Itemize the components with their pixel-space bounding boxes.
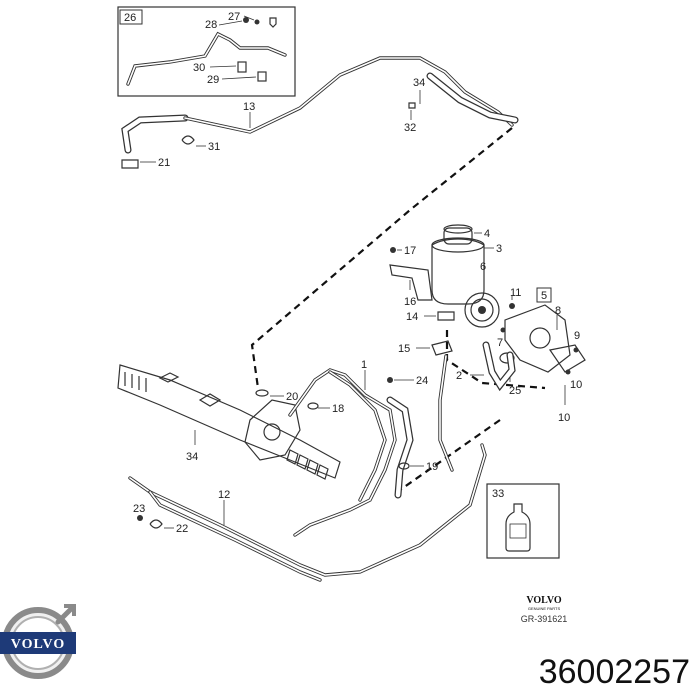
callout-4: 4 (484, 228, 490, 240)
stamp-code: GR-391621 (521, 614, 568, 624)
callout-2: 2 (456, 370, 462, 382)
callout-10-lower: 10 (558, 412, 570, 424)
volvo-stamp: VOLVO GENUINE PARTS GR-391621 (521, 595, 568, 624)
callout-16: 16 (404, 296, 416, 308)
callout-8: 8 (555, 305, 561, 317)
callout-9: 9 (574, 330, 580, 342)
callout-33: 33 (492, 488, 504, 500)
callout-21: 21 (158, 157, 170, 169)
reservoir: 4 3 17 16 14 15 (389, 224, 502, 472)
inset-box-26: 26 27 28 30 29 (117, 6, 296, 97)
callout-25: 25 (509, 385, 521, 397)
callout-6: 6 (480, 261, 486, 273)
callout-26: 26 (124, 12, 136, 24)
logo-text: VOLVO (11, 637, 66, 652)
callout-22: 22 (176, 523, 188, 535)
callout-31: 31 (208, 141, 220, 153)
pressure-line-1: 1 24 19 (288, 359, 438, 537)
callout-30: 30 (193, 62, 205, 74)
callout-29: 29 (207, 74, 219, 86)
cooling-line-12: 12 23 22 (128, 443, 487, 582)
fluid-bottle-33: 33 (486, 483, 560, 559)
callout-32: 32 (404, 122, 416, 134)
callout-18: 18 (332, 403, 344, 415)
callout-19: 19 (426, 461, 438, 473)
return-line-13: 13 31 21 34 32 (121, 56, 519, 169)
callout-24: 24 (416, 375, 428, 387)
callout-34-gear: 34 (186, 451, 198, 463)
callout-10-upper: 10 (570, 379, 582, 391)
callout-3: 3 (496, 243, 502, 255)
callout-1: 1 (361, 359, 367, 371)
stamp-subtitle: GENUINE PARTS (528, 606, 561, 611)
callout-14: 14 (406, 311, 418, 323)
callout-12: 12 (218, 489, 230, 501)
callout-11: 11 (510, 287, 521, 299)
callout-34-top: 34 (413, 77, 425, 89)
callout-20: 20 (286, 391, 298, 403)
callout-15: 15 (398, 343, 410, 355)
stamp-brand: VOLVO (526, 595, 562, 606)
callout-28: 28 (205, 19, 217, 31)
callout-27: 27 (228, 11, 240, 23)
pump-assembly: 6 5 8 9 10 10 11 7 25 2 (456, 261, 586, 424)
part-number: 36002257 (538, 653, 690, 691)
dashed-routing (250, 127, 546, 491)
callout-5: 5 (541, 290, 547, 302)
steering-gear: 34 20 18 (117, 364, 344, 480)
volvo-logo: VOLVO (0, 604, 76, 679)
callout-7: 7 (497, 337, 503, 349)
callout-13: 13 (243, 101, 255, 113)
callout-17: 17 (404, 245, 416, 257)
callout-23: 23 (133, 503, 145, 515)
